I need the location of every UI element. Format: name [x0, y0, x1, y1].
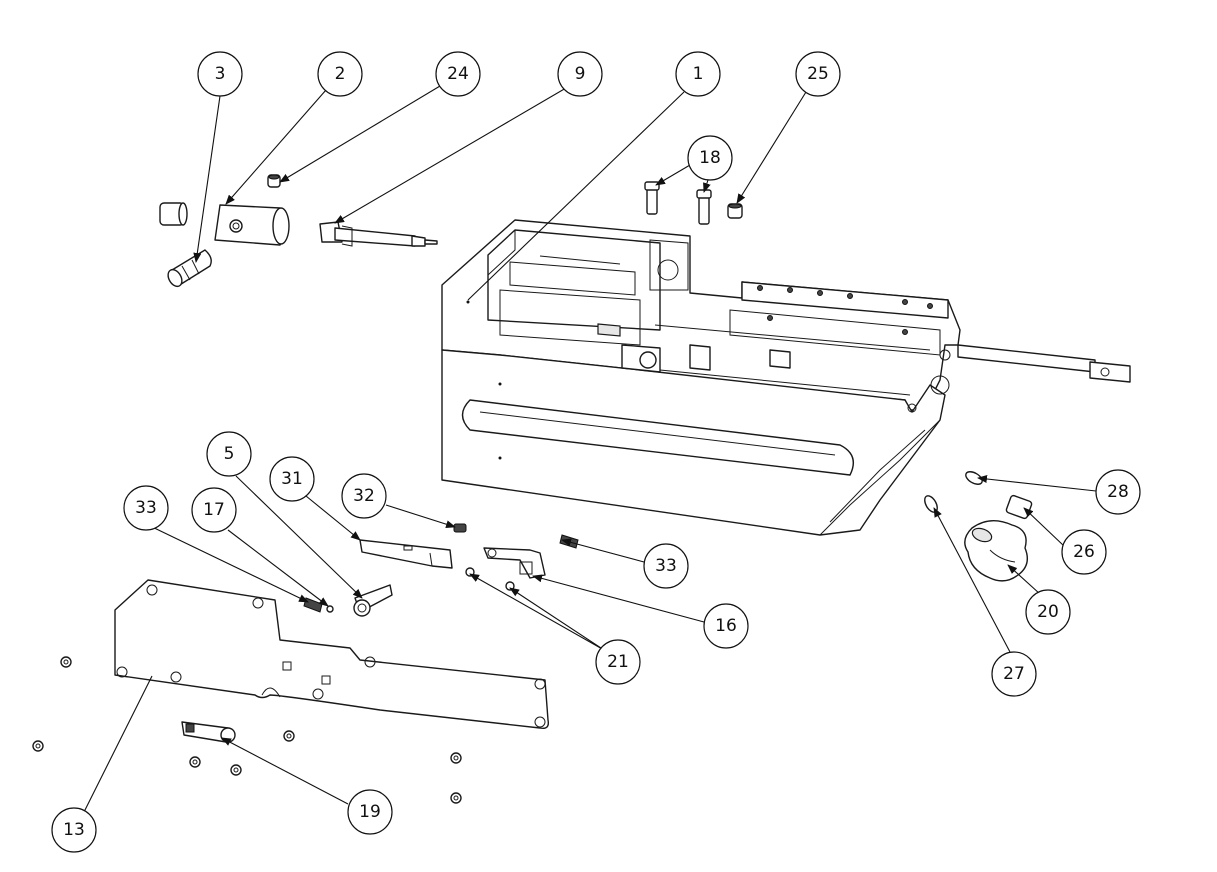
- part-26-bushing: [1005, 494, 1033, 520]
- balloon-label: 33: [135, 498, 157, 518]
- balloon-label: 26: [1073, 542, 1095, 562]
- balloon-label: 32: [353, 486, 375, 506]
- part-19-catch: [181, 721, 236, 743]
- leader-lines: [83, 85, 1097, 813]
- balloon-label: 17: [203, 500, 225, 520]
- part-3-pin: [167, 249, 212, 288]
- callout-balloon: 31: [269, 456, 315, 502]
- callout-balloon: 32: [341, 473, 387, 519]
- balloon-label: 24: [447, 64, 469, 84]
- callout-balloon: 26: [1061, 529, 1107, 575]
- balloon-label: 1: [693, 64, 704, 84]
- callout-balloon: 3: [197, 51, 243, 97]
- callout-balloon: 13: [51, 807, 97, 853]
- balloon-label: 3: [215, 64, 226, 84]
- balloon-label: 2: [335, 64, 346, 84]
- part-27-disc: [924, 495, 938, 513]
- balloon-label: 19: [359, 802, 381, 822]
- balloon-label: 31: [281, 469, 303, 489]
- callout-balloon: 9: [557, 51, 603, 97]
- part-5-knob: [353, 584, 393, 617]
- part-2-block: [214, 204, 290, 246]
- part-18-screws: [644, 181, 712, 225]
- part-21-pins: [465, 567, 515, 591]
- part-32-screw: [453, 523, 467, 533]
- callout-balloon: 5: [206, 431, 252, 477]
- part-20-star-knob: [964, 520, 1028, 582]
- part-24-setscrew: [267, 174, 281, 188]
- callout-balloon: 17: [191, 487, 237, 533]
- callout-balloon: 21: [595, 639, 641, 685]
- callout-balloon: 28: [1095, 469, 1141, 515]
- balloon-label: 33: [655, 556, 677, 576]
- callout-balloon: 19: [347, 789, 393, 835]
- balloon-label: 28: [1107, 482, 1129, 502]
- callout-balloon: 27: [991, 651, 1037, 697]
- balloon-label: 16: [715, 616, 737, 636]
- callout-balloon: 2: [317, 51, 363, 97]
- callout-balloon: 24: [435, 51, 481, 97]
- balloon-label: 5: [224, 444, 235, 464]
- callout-balloon: 33: [643, 543, 689, 589]
- part-9-rod: [319, 221, 438, 247]
- part-31-lever: [359, 539, 453, 569]
- callout-balloon: 20: [1025, 589, 1071, 635]
- callout-balloon: 18: [687, 135, 733, 181]
- part-17-ball: [326, 605, 334, 613]
- balloon-label: 20: [1037, 602, 1059, 622]
- balloon-label: 21: [607, 652, 629, 672]
- main-receiver-body: [441, 219, 1131, 536]
- balloon-label: 25: [807, 64, 829, 84]
- part-2-collar: [159, 202, 188, 226]
- balloon-label: 9: [575, 64, 586, 84]
- balloon-label: 18: [699, 148, 721, 168]
- small-screws: [32, 656, 462, 804]
- balloon-label: 13: [63, 820, 85, 840]
- part-33-spring-left: [303, 597, 323, 613]
- part-13-cover-plate: [114, 579, 550, 730]
- callout-balloon: 25: [795, 51, 841, 97]
- callout-balloon: 33: [123, 485, 169, 531]
- callout-balloon: 16: [703, 603, 749, 649]
- part-16-latch: [483, 547, 546, 579]
- callout-balloon: 1: [675, 51, 721, 97]
- part-25-nut: [727, 203, 743, 219]
- balloon-label: 27: [1003, 664, 1025, 684]
